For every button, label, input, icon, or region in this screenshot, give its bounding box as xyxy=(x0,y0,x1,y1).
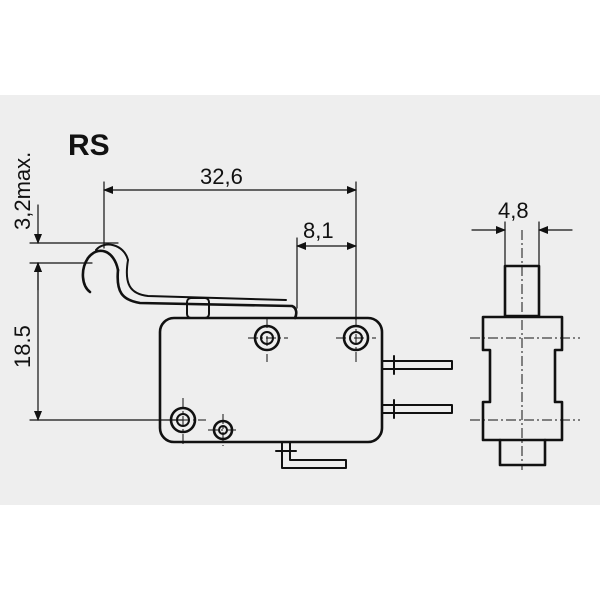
mounting-hole-top-middle xyxy=(248,318,288,362)
lever-arm-inner xyxy=(125,259,287,301)
switch-front-view xyxy=(81,243,453,469)
switch-body xyxy=(158,316,384,444)
actuator-button xyxy=(186,297,210,319)
dimension-lever-height: 3,2max. xyxy=(10,152,119,291)
dimension-width-label: 4,8 xyxy=(498,198,529,223)
model-label: RS xyxy=(68,129,110,162)
terminal-bottom xyxy=(275,441,347,469)
mounting-hole-bottom-small xyxy=(208,414,238,446)
lever-hook-inner xyxy=(95,243,129,261)
lever-hook xyxy=(81,249,120,294)
mounting-hole-bottom-left xyxy=(162,398,206,444)
dimension-terminal-offset-label: 8,1 xyxy=(303,218,334,243)
terminal-upper xyxy=(381,355,453,375)
mounting-hole-top-right xyxy=(336,316,376,362)
drawing-panel xyxy=(0,95,600,505)
dimension-overall-length-label: 32,6 xyxy=(200,164,243,189)
lever-arm xyxy=(116,268,298,320)
dimension-overall-length: 32,6 xyxy=(103,164,357,321)
side-body xyxy=(481,315,564,442)
dimension-terminal-offset: 8,1 xyxy=(296,218,357,309)
switch-side-view xyxy=(470,230,580,470)
dimension-lever-height-label: 3,2max. xyxy=(10,152,35,230)
dimension-mounting-height: 18.5 xyxy=(10,262,183,421)
dimension-mounting-height-label: 18.5 xyxy=(10,325,35,368)
terminal-lower xyxy=(381,399,453,419)
dimension-width: 4,8 xyxy=(471,198,573,267)
